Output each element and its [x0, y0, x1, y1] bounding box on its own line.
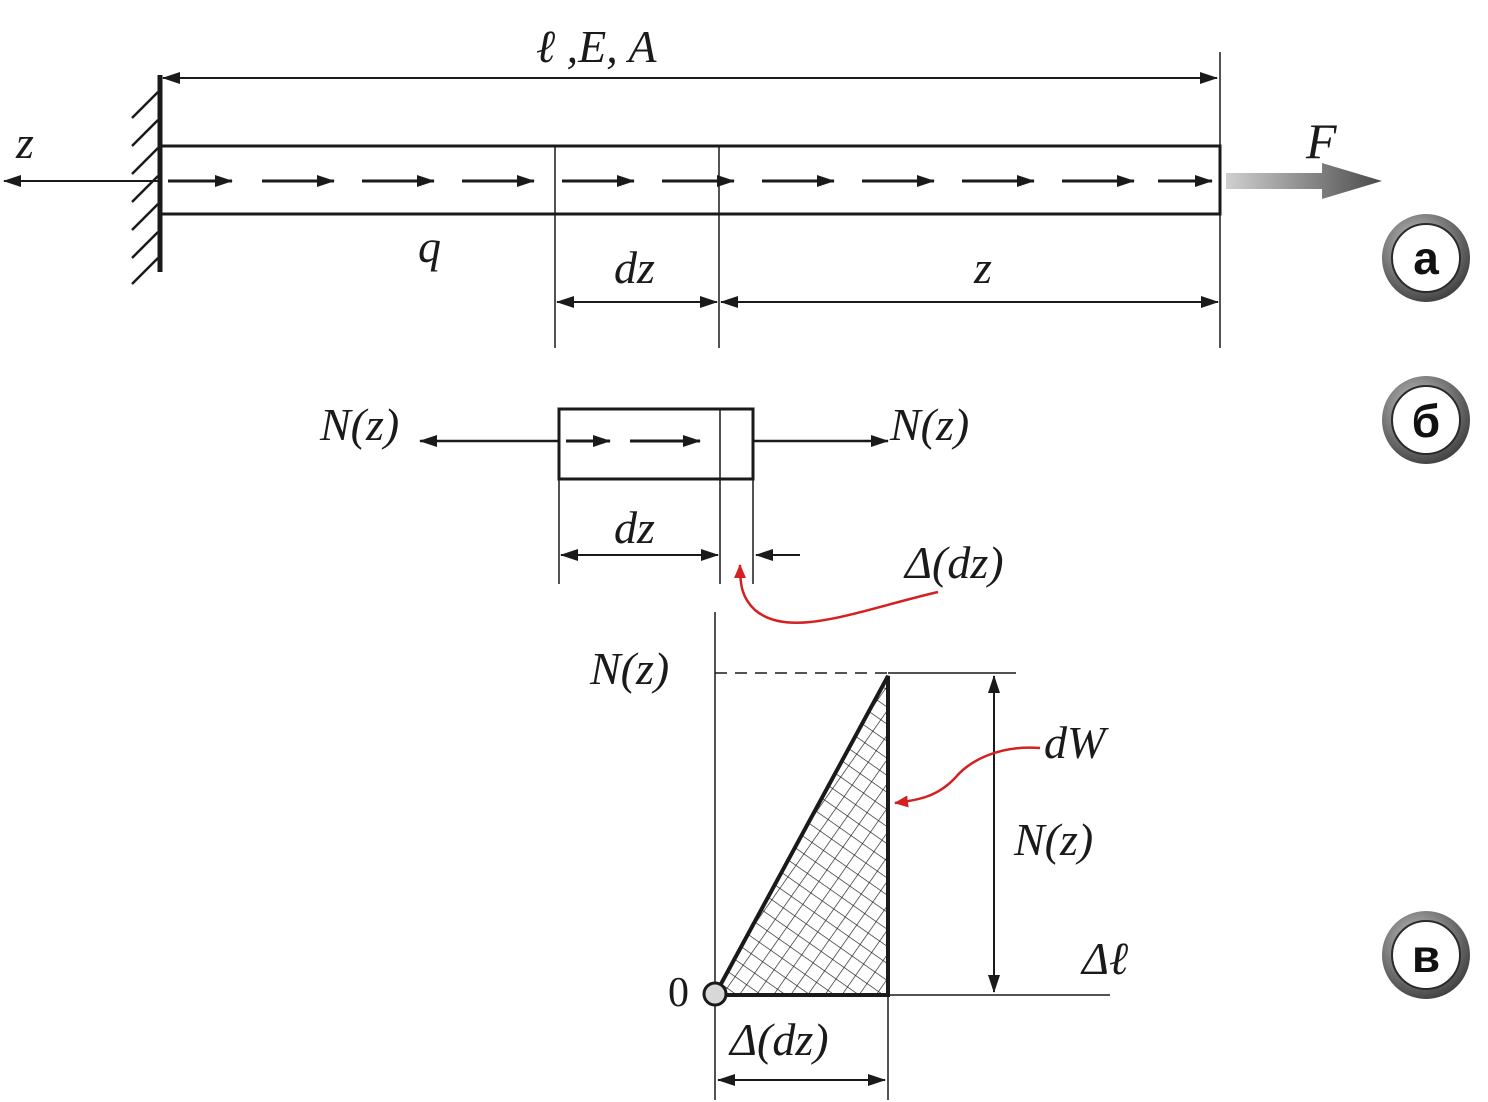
dz-label: dz — [614, 242, 655, 293]
panel-a-badge: а — [1382, 214, 1470, 302]
panel-v-badge: в — [1382, 911, 1470, 999]
delta-l-label: Δℓ — [1080, 933, 1129, 984]
delta-dz-leader — [734, 564, 939, 624]
element-dz — [557, 407, 755, 481]
svg-text:а: а — [1413, 232, 1439, 284]
top-left-force-label: N(z) — [589, 643, 669, 694]
load-q-label: q — [418, 221, 441, 272]
height-force-label: N(z) — [1013, 814, 1093, 865]
force-F-label: F — [1305, 113, 1337, 169]
panel-v: 0 N(z) N(z) dW Δℓ Δ(dz) в — [589, 612, 1470, 1100]
panel-a: ℓ ,E, A z q F dz z — [3, 21, 1470, 348]
base-delta-dz-label: Δ(dz) — [728, 1014, 829, 1065]
panel-b: N(z) N(z) dz Δ(dz) б — [319, 376, 1470, 624]
rod-properties-label: ℓ ,E, A — [536, 21, 657, 72]
left-force-label: N(z) — [319, 399, 399, 450]
right-force-label: N(z) — [889, 399, 969, 450]
wall-hatching — [131, 91, 159, 285]
dW-label: dW — [1044, 717, 1109, 768]
origin-point — [702, 981, 728, 1007]
z-axis-label: z — [15, 117, 34, 168]
dW-leader — [894, 746, 1041, 808]
force-arrow-F — [1226, 163, 1382, 199]
delta-dz-label: Δ(dz) — [903, 537, 1004, 588]
z-distance-label: z — [973, 242, 992, 293]
dz-label-b: dz — [614, 502, 655, 553]
svg-text:в: в — [1412, 930, 1440, 982]
panel-b-badge: б — [1382, 376, 1470, 464]
svg-text:б: б — [1412, 395, 1440, 447]
work-triangle-dW — [711, 675, 890, 997]
origin-label: 0 — [668, 970, 689, 1016]
